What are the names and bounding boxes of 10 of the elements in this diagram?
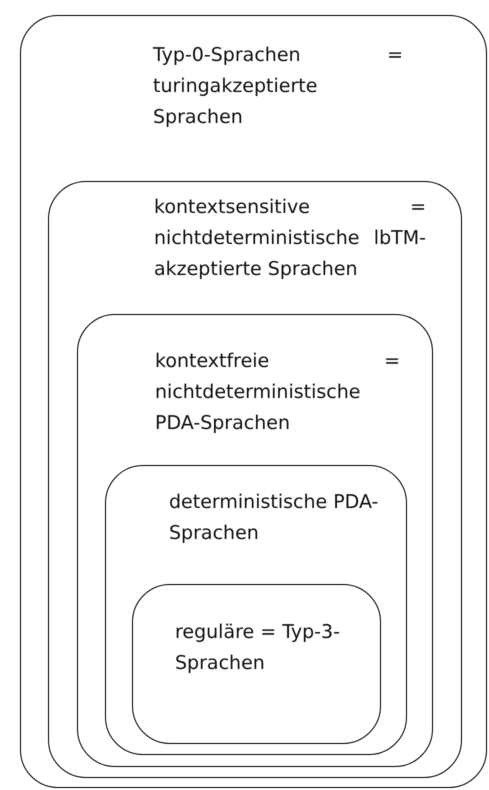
- set-label: reguläre = Typ-3-Sprachen: [175, 620, 341, 676]
- set-box: [105, 465, 407, 755]
- set-box: [77, 314, 433, 767]
- set-box: [20, 15, 487, 788]
- set-box: [48, 181, 462, 778]
- set-label: Typ-0-Sprachen = turingakzeptierte Sprachen: [153, 43, 403, 130]
- set-label: deterministische PDA-Sprachen: [169, 490, 380, 546]
- set-box: [132, 584, 381, 744]
- set-label: kontextfreie = nichtdeterministische PDA-Sprachen: [155, 349, 400, 436]
- set-label: kontextsensitive = nichtdeterministische lbTM-akzeptierte Sprachen: [154, 195, 426, 282]
